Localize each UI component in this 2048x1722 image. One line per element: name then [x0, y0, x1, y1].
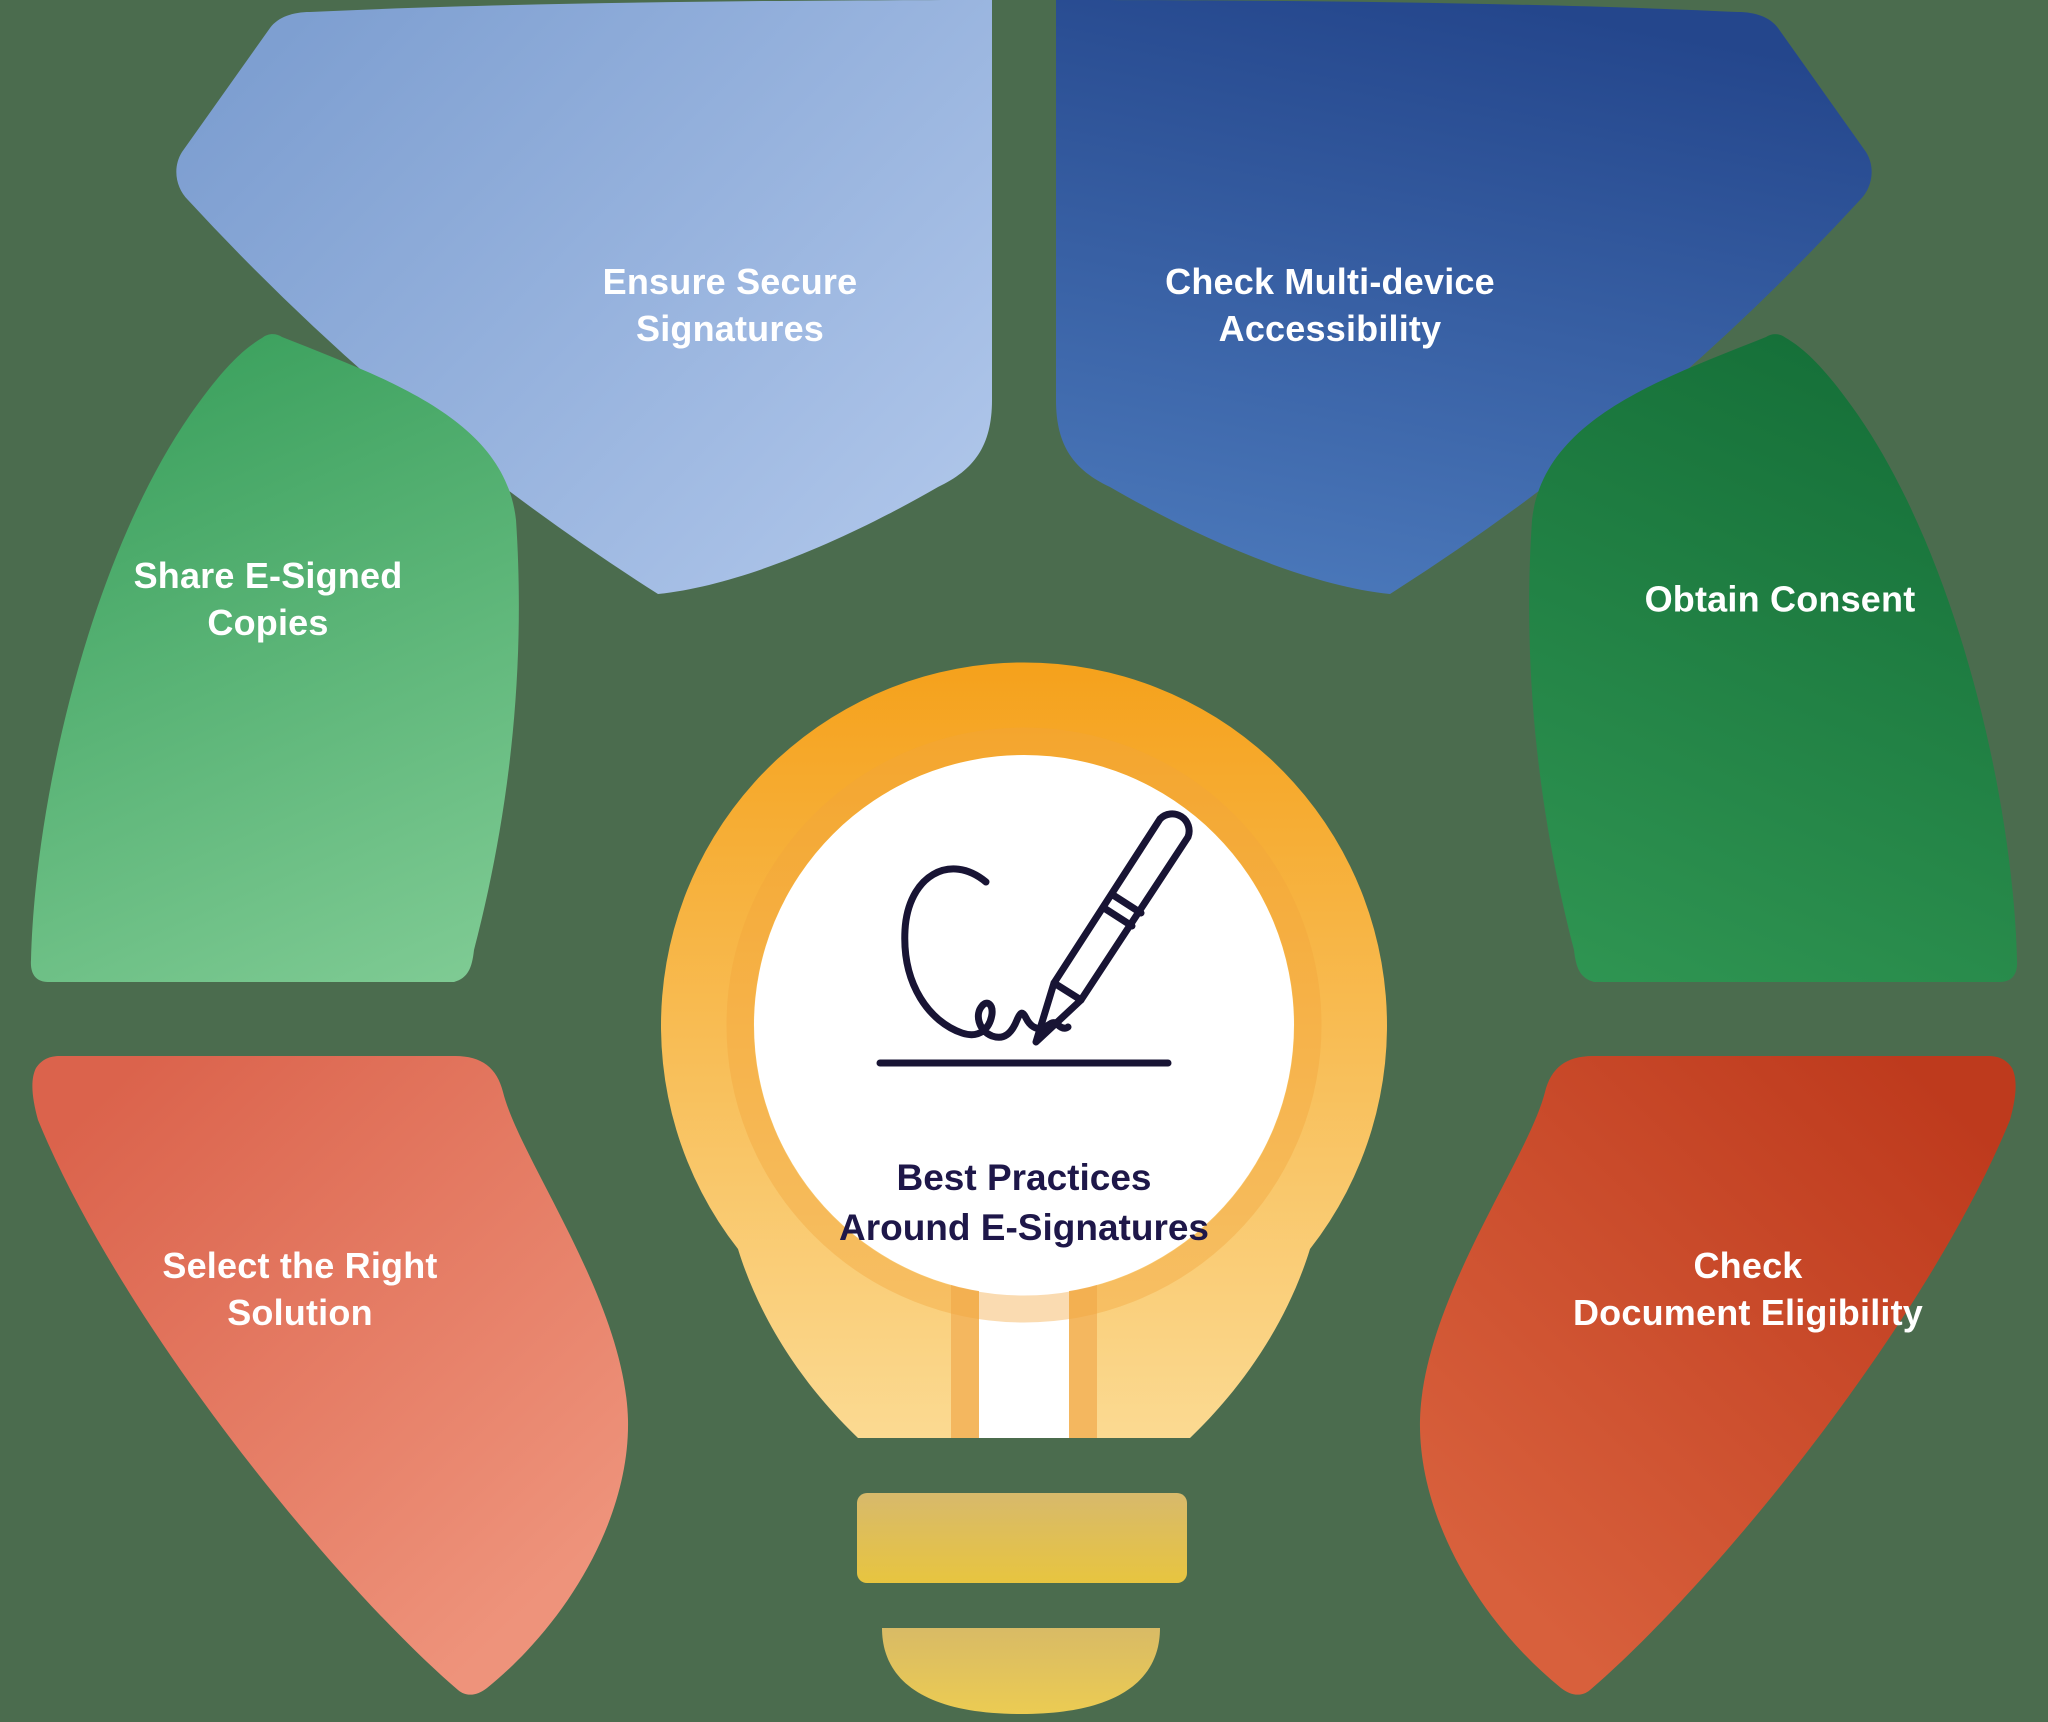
signature-squiggle: [901, 865, 1072, 1041]
label-line: Share E-Signed: [133, 555, 403, 596]
segment-check-document-eligibility-shape: [1419, 1056, 2016, 1695]
segment-check-document-eligibility-label: Check Document Eligibility: [1573, 1242, 1923, 1336]
page-title: Best Practices Around E-Signatures: [839, 1153, 1209, 1253]
label-line: Check Multi-device: [1165, 261, 1495, 302]
segment-select-right-solution-label: Select the Right Solution: [162, 1242, 437, 1336]
pen-grip-line-2: [1109, 891, 1145, 917]
title-line: Best Practices: [896, 1157, 1152, 1198]
lightbulb-screw-band: [857, 1493, 1187, 1583]
segment-select-right-solution-shape: [32, 1056, 629, 1695]
lightbulb-shape: [661, 662, 1387, 1714]
label-line: Signatures: [635, 308, 825, 349]
segment-check-multi-device-shape: [1056, 0, 1872, 594]
segment-share-e-signed-copies-label: Share E-Signed Copies: [134, 552, 403, 646]
label-line: Select the Right: [162, 1245, 438, 1286]
pen-grip-line-1: [1100, 904, 1136, 930]
label-line: Document Eligibility: [1572, 1292, 1924, 1333]
lightbulb-base-cap: [882, 1628, 1160, 1714]
label-line: Check: [1693, 1245, 1803, 1286]
label-line: Accessibility: [1218, 308, 1442, 349]
lightbulb-inner-circle: [754, 755, 1294, 1295]
segment-ensure-secure-signatures-shape: [176, 0, 992, 594]
segment-share-e-signed-copies-shape: [30, 334, 519, 982]
segment-ensure-secure-signatures-label: Ensure Secure Signatures: [603, 258, 858, 352]
segment-obtain-consent-shape: [1529, 334, 2018, 982]
label-line: Ensure Secure: [602, 261, 858, 302]
lightbulb-inner-ring-shade: [726, 727, 1322, 1323]
label-line: Solution: [227, 1292, 373, 1333]
lightbulb-neck-stripe-right: [1069, 1270, 1097, 1438]
label-line: Obtain Consent: [1644, 578, 1916, 620]
pen-nib-line: [1050, 979, 1085, 1004]
lightbulb-neck-stripe-left: [951, 1270, 979, 1438]
segment-check-multi-device-label: Check Multi-device Accessibility: [1165, 258, 1495, 352]
label-line: Copies: [207, 602, 329, 643]
pen-outline: [1032, 810, 1193, 1046]
segment-obtain-consent-label: Obtain Consent: [1645, 576, 1916, 623]
title-line: Around E-Signatures: [838, 1207, 1210, 1248]
pen-signature-icon: [876, 810, 1193, 1067]
